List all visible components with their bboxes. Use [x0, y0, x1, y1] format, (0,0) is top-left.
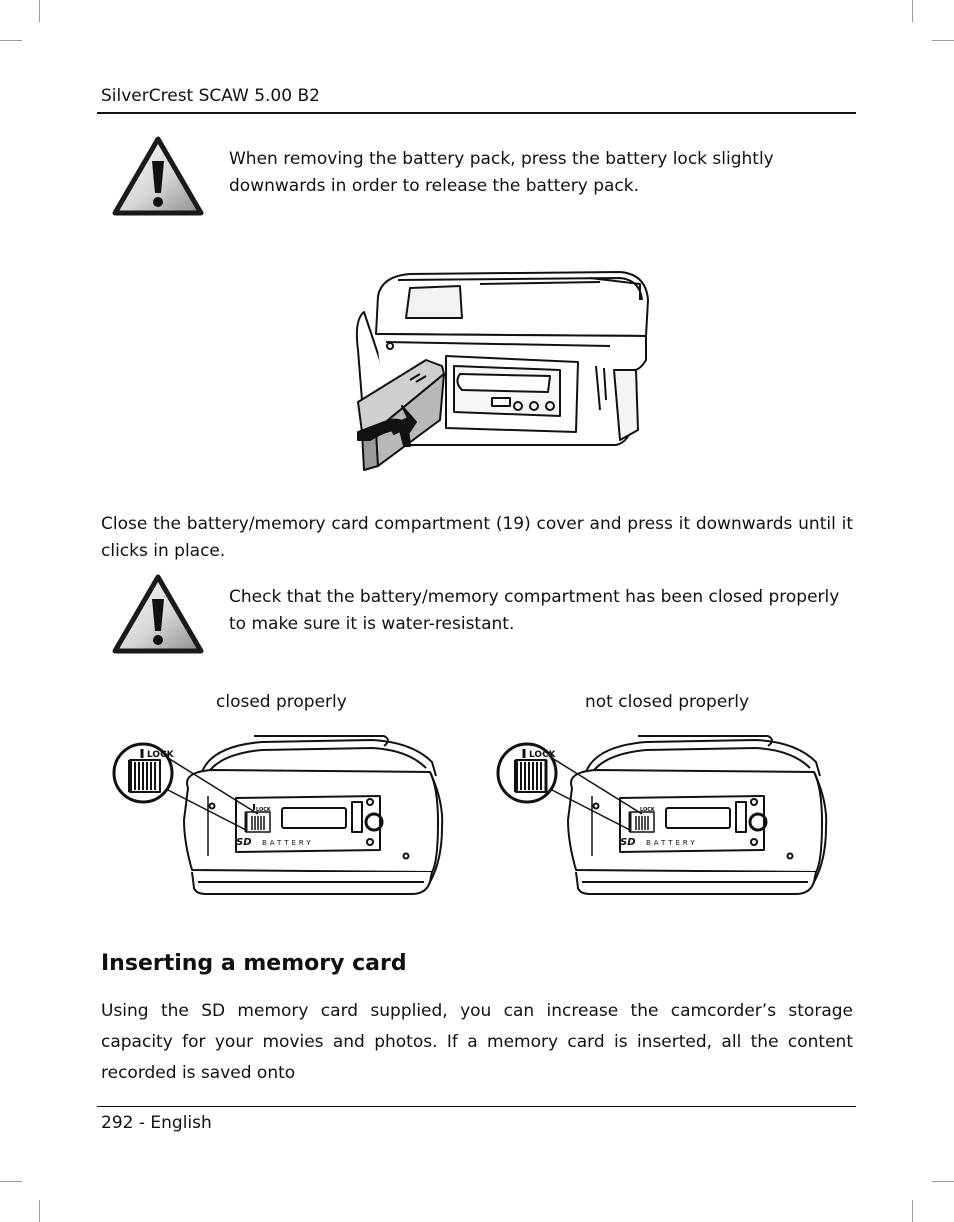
warning-text: Check that the battery/memory compartmen… — [229, 587, 840, 634]
compartment-not-closed-illustration: LOCK LOCK SD BATTERY — [496, 732, 836, 898]
lock-label-small: LOCK — [640, 807, 656, 813]
sd-logo: SD — [236, 837, 252, 848]
crop-mark — [0, 40, 22, 41]
battery-label: BATTERY — [646, 839, 698, 847]
compartment-closed-illustration: LOCK LOCK SD BATTERY — [112, 732, 452, 898]
crop-mark — [39, 1200, 40, 1222]
crop-mark — [39, 0, 40, 22]
battery-removal-illustration — [350, 270, 652, 475]
crop-mark — [912, 1200, 913, 1222]
battery-label: BATTERY — [262, 839, 314, 847]
page-number: 292 - English — [101, 1113, 212, 1133]
running-header: SilverCrest SCAW 5.00 B2 — [101, 86, 320, 106]
section-body: Using the SD memory card supplied, you c… — [101, 1001, 853, 1083]
figure-label-closed: closed properly — [216, 692, 347, 712]
lock-label-small: LOCK — [256, 807, 272, 813]
crop-mark — [912, 0, 913, 22]
footer-rule — [97, 1106, 856, 1107]
instruction-paragraph: Close the battery/memory card compartmen… — [101, 514, 853, 561]
section-heading: Inserting a memory card — [101, 951, 407, 976]
lock-label: LOCK — [147, 750, 175, 760]
crop-mark — [0, 1181, 22, 1182]
sd-logo: SD — [620, 837, 636, 848]
crop-mark — [932, 40, 954, 41]
header-rule — [97, 112, 856, 114]
crop-mark — [932, 1181, 954, 1182]
warning-icon — [111, 135, 205, 217]
warning-text: When removing the battery pack, press th… — [229, 149, 774, 196]
lock-label: LOCK — [529, 750, 557, 760]
warning-icon — [111, 573, 205, 655]
figure-label-not-closed: not closed properly — [585, 692, 750, 712]
